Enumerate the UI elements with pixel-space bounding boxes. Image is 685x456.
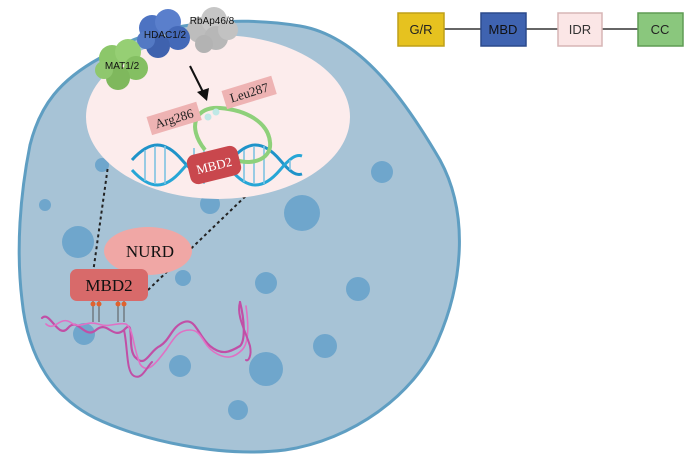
residue-dot [204,113,212,121]
chromatin-strand-b [45,305,249,370]
domain-cc-label: CC [651,22,670,37]
methyl-group [90,301,96,307]
domain-gr-box [397,12,445,47]
zoom-inset: MBD2 Arg286 Leu287 [86,35,350,199]
rbap-lobe [195,35,213,53]
hdac-blob [137,9,190,58]
nuclear-blob [73,323,95,345]
domain-cc-box [637,12,684,47]
nuclear-blob [249,352,283,386]
recruitment-arrow-shaft [189,65,205,95]
nuclear-blob [313,334,337,358]
chromatin-strand-a [40,300,245,362]
domain-idr-box [557,12,603,47]
methyl-group [115,301,121,307]
nuclear-blob [371,161,393,183]
domain-cc: CC [637,12,684,47]
mat-lobe [95,61,113,79]
chromatin-loop [123,329,153,378]
mbd2-label: MBD2 [85,276,132,295]
hdac-label: HDAC1/2 [144,30,187,41]
rbap-blob [187,7,238,53]
hdac-lobe [166,26,190,50]
nurd-label: NURD [126,242,174,261]
zoom-line-left [92,165,109,274]
domain-idr-label: IDR [569,22,591,37]
nurd-ellipse [104,227,192,275]
domain-idr: IDR [557,12,603,47]
nuclear-blob [255,272,277,294]
chromatin-strand [40,300,252,378]
residue-arg286-box [146,101,202,136]
nuclear-blob [284,195,320,231]
rbap-lobe [218,20,238,40]
domain-gr: G/R [397,12,445,47]
nuclear-blob [169,355,191,377]
nurd-complex: NURD [104,227,192,275]
mat-lobe [124,56,148,80]
zoom-line-right [147,189,253,291]
nuclear-blob [228,400,248,420]
methyl-group [96,301,102,307]
methyl-group [121,301,127,307]
mbd2-box [70,269,148,301]
nuclear-blob [39,199,51,211]
domain-gr-label: G/R [409,22,432,37]
hdac-lobe [137,31,155,49]
inset-mbd2-box [186,145,242,185]
mat-label: MAT1/2 [105,61,140,72]
residue-leu287-box [221,75,277,110]
nuclear-blob [175,270,191,286]
zoom-inset-ellipse [86,35,350,199]
domain-mbd-label: MBD [489,22,518,37]
domain-structure-bar: G/R MBD IDR CC [397,12,684,47]
domain-mbd: MBD [480,12,527,47]
rbap-label: RbAp46/8 [190,16,235,27]
recruitment-arrow-head [197,88,209,101]
residue-dot [212,108,220,116]
protein-complex: HDAC1/2 RbAp46/8 MAT1/2 [95,7,238,90]
chromatin-tail [238,301,252,362]
mbd2-protein: MBD2 [70,269,148,322]
nuclear-blob [346,277,370,301]
nuclear-blob [62,226,94,258]
domain-mbd-box [480,12,527,47]
mat-blob [95,39,148,90]
nuclear-blob [200,194,220,214]
residue-arg286: Arg286 [146,101,202,136]
nuclear-blob [95,158,109,172]
